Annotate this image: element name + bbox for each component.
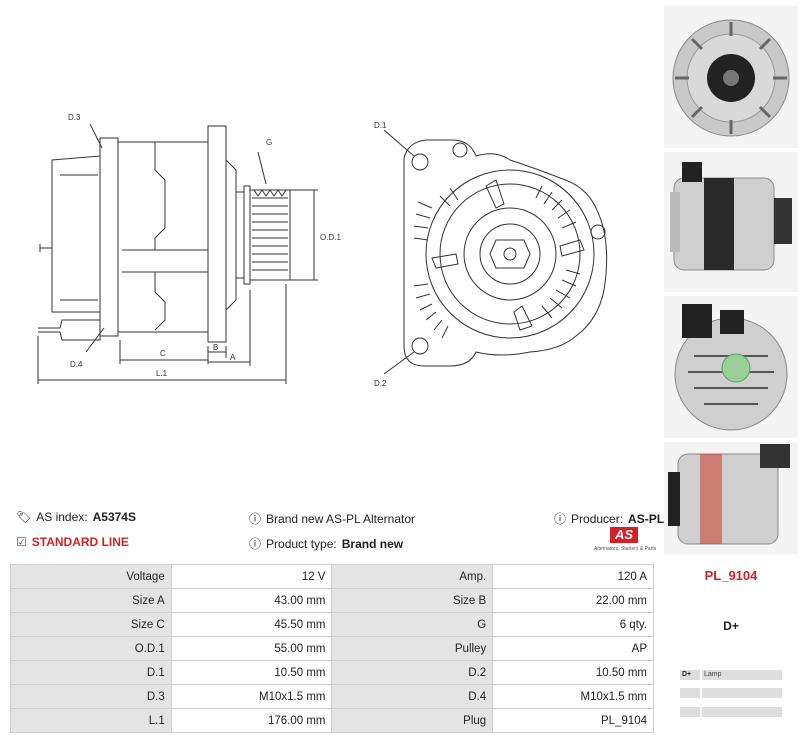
info-icon: ⓘ	[554, 512, 567, 526]
label-d3: D.3	[68, 113, 81, 122]
label-a: A	[230, 353, 236, 362]
label-d4: D.4	[70, 360, 83, 369]
label-l1: L.1	[156, 369, 168, 378]
product-type-value: Brand new	[341, 536, 404, 551]
standard-line-label: STANDARD LINE	[31, 535, 129, 549]
table-row: L.1 176.00 mm Plug PL_9104	[10, 708, 654, 733]
product-photo-side[interactable]	[664, 152, 798, 292]
as-index-row: 🏷︎ AS index: A5374S	[16, 510, 136, 524]
producer-value: AS-PL	[628, 511, 665, 526]
product-photo-rear[interactable]	[664, 296, 798, 438]
label-g: G	[266, 138, 272, 147]
plug-pin-row	[680, 688, 782, 698]
as-index-value: A5374S	[92, 510, 136, 524]
product-type-row: ⓘ Product type: Brand new	[249, 536, 404, 552]
table-row: O.D.1 55.00 mm Pulley AP	[10, 636, 654, 661]
logo-caption: Alternators, Starters & Parts	[594, 546, 657, 552]
label-d1: D.1	[374, 121, 387, 130]
label-d2: D.2	[374, 379, 387, 388]
label-od1: O.D.1	[320, 233, 341, 242]
description-text: Brand new AS-PL Alternator	[266, 511, 415, 526]
info-icon: ⓘ	[249, 512, 262, 526]
technical-drawings: D.3 D.4 G O.D.1 C B A L.1 D.1 D.2	[37, 113, 608, 388]
producer-row: ⓘ Producer: AS-PL	[554, 511, 665, 527]
tags-icon: 🏷︎	[16, 510, 32, 524]
table-row: D.1 10.50 mm D.2 10.50 mm	[10, 660, 654, 685]
front-view-drawing	[383, 129, 608, 375]
line-row: ☑ STANDARD LINE	[16, 535, 129, 549]
description-row: ⓘ Brand new AS-PL Alternator	[249, 510, 415, 527]
check-square-icon: ☑	[16, 535, 27, 549]
plug-code[interactable]: PL_9104	[704, 568, 758, 583]
info-icon: ⓘ	[249, 537, 262, 551]
table-row: Size C 45.50 mm G 6 qty.	[10, 612, 654, 637]
label-c: C	[160, 349, 166, 358]
specs-table: Voltage 12 V Amp. 120 A Size A 43.00 mm …	[10, 564, 654, 733]
label-b: B	[213, 343, 218, 352]
product-photo-angle[interactable]	[664, 442, 798, 554]
product-photo-front[interactable]	[664, 6, 798, 148]
table-row: Voltage 12 V Amp. 120 A	[10, 564, 654, 589]
side-view-drawing	[37, 123, 318, 384]
table-row: Size A 43.00 mm Size B 22.00 mm	[10, 588, 654, 613]
producer-logo: AS Alternators, Starters & Parts	[594, 526, 657, 554]
table-row: D.3 M10x1.5 mm D.4 M10x1.5 mm	[10, 684, 654, 709]
plug-terminal: D+	[723, 619, 739, 633]
plug-pin-row: D+ Lamp	[680, 670, 782, 680]
plug-pin-row	[680, 707, 782, 717]
logo-mark: AS	[609, 527, 639, 543]
